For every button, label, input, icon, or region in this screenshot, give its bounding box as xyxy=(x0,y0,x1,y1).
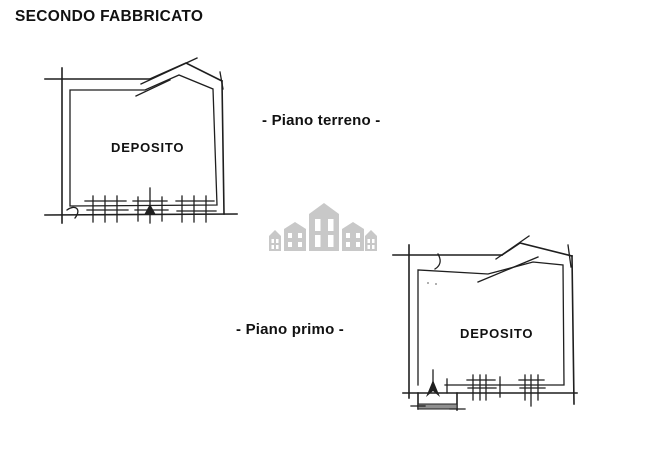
floor-label-piano-terreno: - Piano terreno - xyxy=(262,112,381,129)
floorplan-piano-terreno-drawing: DEPOSITO xyxy=(44,57,238,224)
plan2-inner-walls xyxy=(417,261,565,386)
entrance-marker-icon xyxy=(144,204,156,215)
floor-label-piano-primo: - Piano primo - xyxy=(236,321,344,338)
plan2-window-hatches xyxy=(446,374,546,407)
floorplan-piano-primo-drawing: DEPOSITO xyxy=(392,235,578,411)
plan2-stair-landing xyxy=(410,392,466,411)
plan1-inner-walls xyxy=(69,74,218,207)
buildings-watermark-icon xyxy=(269,203,377,251)
plan1-survey-ticks xyxy=(66,57,224,219)
plan2-survey-ticks xyxy=(434,235,572,283)
plan2-dots xyxy=(427,282,437,285)
page-title: SECONDO FABBRICATO xyxy=(15,8,204,25)
entrance-arrow-icon xyxy=(426,380,440,397)
room-label-piano-terreno: DEPOSITO xyxy=(111,140,184,155)
room-label-piano-primo: DEPOSITO xyxy=(460,326,533,341)
